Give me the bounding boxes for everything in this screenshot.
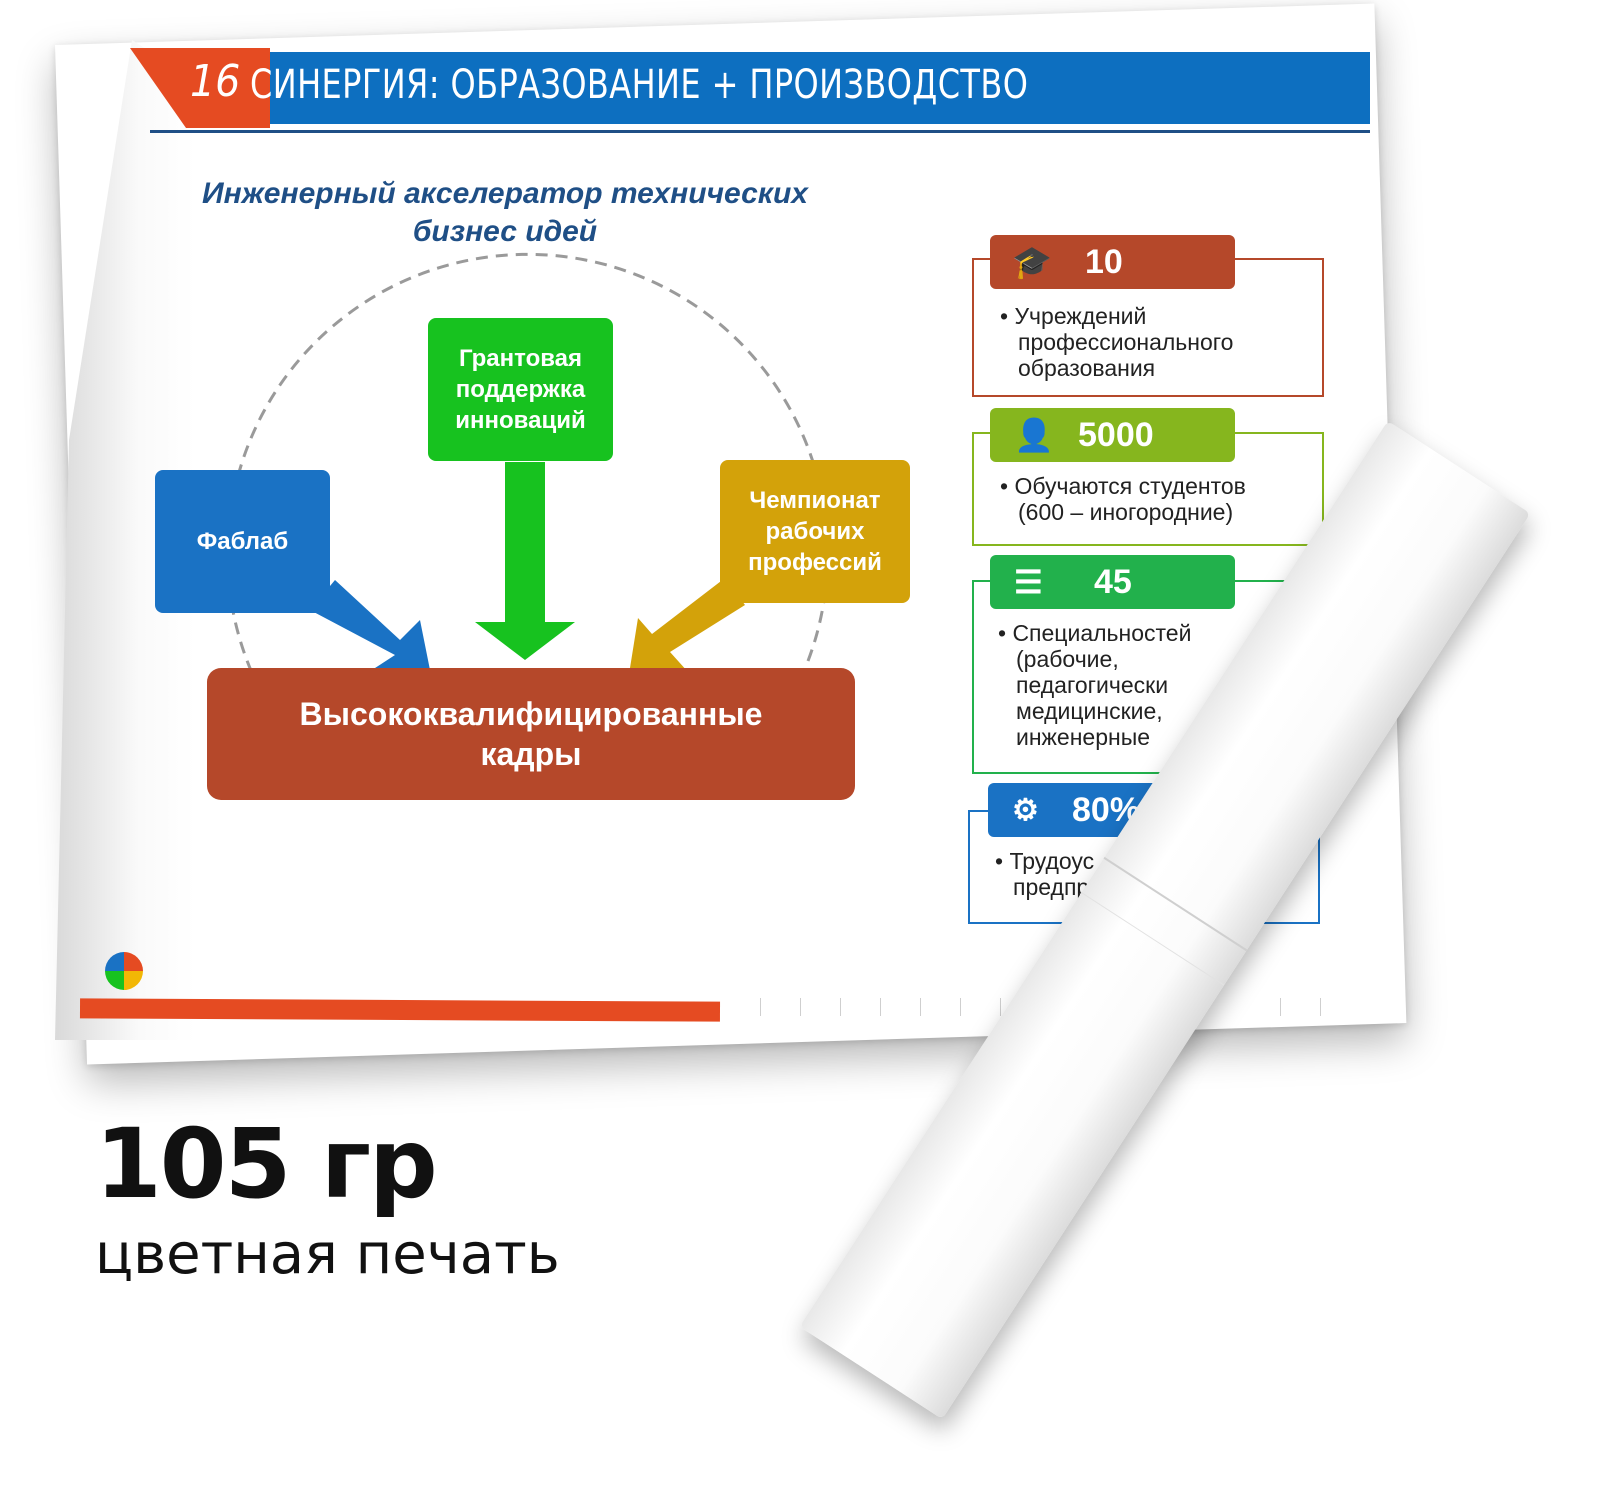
stat-line: • Учреждений xyxy=(1000,303,1147,329)
ruler-tick xyxy=(800,998,801,1016)
ruler-tick xyxy=(760,998,761,1016)
fablab-label: Фаблаб xyxy=(196,527,289,555)
personnel-line-1: Высококвалифицированные xyxy=(299,696,763,732)
print-type: цветная печать xyxy=(95,1222,560,1287)
graduation-cap-icon: 🎓 xyxy=(1012,244,1052,280)
stat-head-specialties: ☰ 45 xyxy=(990,555,1235,609)
stat-value-institutions: 10 xyxy=(1085,242,1123,281)
ruler-tick xyxy=(1280,998,1281,1016)
arrow-blue xyxy=(310,580,430,670)
node-skills-championship: Чемпионат рабочих профессий xyxy=(720,460,910,603)
slide-header-bar xyxy=(240,52,1370,124)
stat-value-specialties: 45 xyxy=(1094,562,1132,601)
stat-text-specialties: • Специальностей (рабочие, педагогически… xyxy=(998,620,1191,750)
champ-line-1: Чемпионат xyxy=(749,487,881,514)
stat-value-students: 5000 xyxy=(1078,415,1154,454)
stat-line: педагогически xyxy=(1016,672,1169,698)
arrow-gold xyxy=(630,578,745,672)
roll-band xyxy=(1081,856,1248,986)
stat-text-institutions: • Учреждений профессионального образован… xyxy=(1000,303,1233,381)
stat-line: (600 – иногородние) xyxy=(1018,499,1234,525)
list-icon: ☰ xyxy=(1014,564,1043,600)
ruler-tick xyxy=(960,998,961,1016)
slide-subtitle: Инженерный акселератор технических бизне… xyxy=(185,175,825,251)
personnel-line-2: кадры xyxy=(480,736,582,772)
grant-line-1: Грантовая xyxy=(458,345,583,372)
grant-line-2: поддержка xyxy=(455,376,586,403)
ruler-tick xyxy=(920,998,921,1016)
node-fablab: Фаблаб xyxy=(155,470,330,613)
footer-progress-bar xyxy=(79,998,721,1022)
student-icon: 👤 xyxy=(1014,417,1054,453)
slide-title: СИНЕРГИЯ: ОБРАЗОВАНИЕ + ПРОИЗВОДСТВО xyxy=(250,62,1029,108)
stat-line: • Специальностей xyxy=(998,620,1192,646)
ruler-tick xyxy=(840,998,841,1016)
stat-head-institutions: 🎓 10 xyxy=(990,235,1235,289)
stat-head-students: 👤 5000 xyxy=(990,408,1235,462)
stat-text-employment: • Трудоус предпр xyxy=(995,848,1094,900)
dashed-circle-arc xyxy=(226,252,830,691)
stat-line: • Трудоус xyxy=(995,848,1095,874)
ruler-tick xyxy=(1320,998,1321,1016)
ruler-tick xyxy=(1000,998,1001,1016)
grant-line-3: инноваций xyxy=(455,407,586,434)
node-qualified-personnel: Высококвалифицированные кадры xyxy=(207,668,855,800)
champ-line-3: профессий xyxy=(748,549,882,576)
ruler-tick xyxy=(880,998,881,1016)
node-grant-support: Грантовая поддержка инноваций xyxy=(428,318,613,461)
stat-line: предпр xyxy=(1013,874,1090,900)
paper-weight: 105 гр xyxy=(95,1108,438,1220)
stat-line: • Обучаются студентов xyxy=(1000,473,1246,499)
slide-number: 16 xyxy=(190,56,241,107)
arrow-green xyxy=(475,462,575,660)
worker-gear-icon: ⚙ xyxy=(1012,793,1039,827)
stat-line: (рабочие, xyxy=(1016,646,1119,672)
subtitle-line-1: Инженерный акселератор технических xyxy=(202,177,808,210)
subtitle-line-2: бизнес идей xyxy=(412,215,598,248)
stat-line: образования xyxy=(1018,355,1156,381)
stat-line: профессионального xyxy=(1018,329,1234,355)
logo-icon xyxy=(105,952,143,990)
stat-line: медицинские, xyxy=(1016,698,1163,724)
stat-text-students: • Обучаются студентов (600 – иногородние… xyxy=(1000,473,1246,525)
header-rule xyxy=(150,130,1370,133)
stat-line: инженерные xyxy=(1016,724,1151,750)
champ-line-2: рабочих xyxy=(765,518,865,545)
